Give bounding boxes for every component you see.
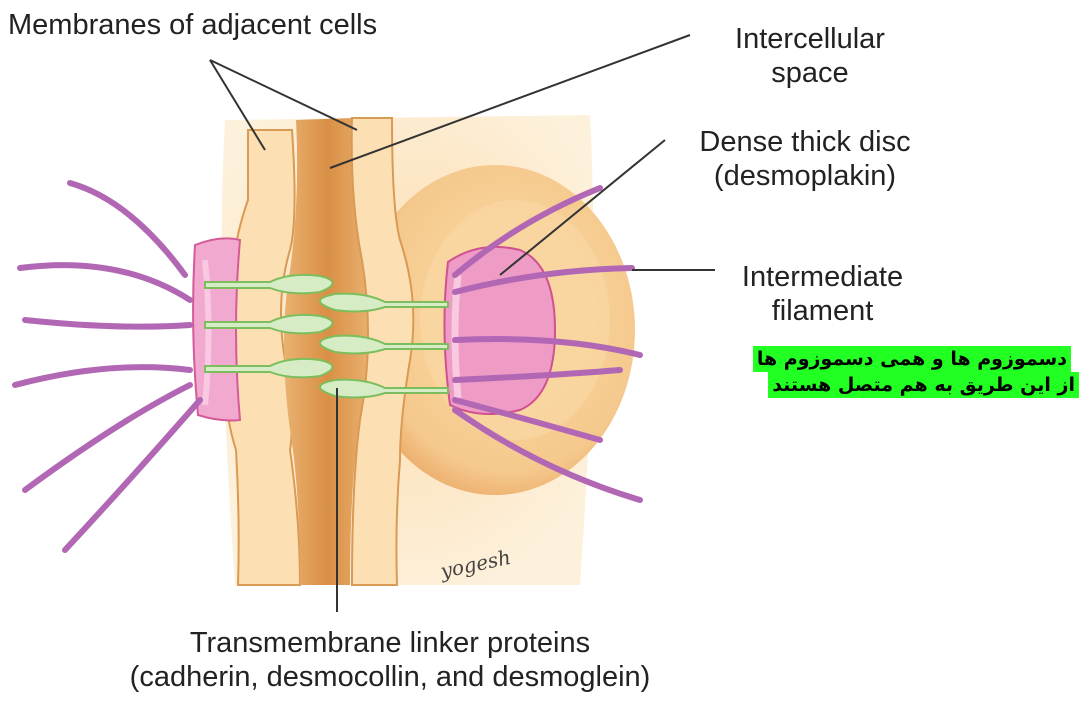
- label-dense-disc-line1: Dense thick disc: [670, 125, 940, 159]
- label-intercellular-line1: Intercellular: [700, 22, 920, 56]
- label-membranes: Membranes of adjacent cells: [8, 8, 377, 42]
- annotation-line1: دسموزوم ها و همی دسموزوم ها: [753, 346, 1071, 372]
- label-intercellular: Intercellular space: [700, 22, 920, 90]
- label-transmembrane: Transmembrane linker proteins (cadherin,…: [110, 626, 670, 694]
- annotation-line2: از این طریق به هم متصل هستند: [768, 372, 1079, 398]
- label-intermediate-line1: Intermediate: [715, 260, 930, 294]
- label-transmembrane-line2: (cadherin, desmocollin, and desmoglein): [110, 660, 670, 694]
- label-intercellular-line2: space: [700, 56, 920, 90]
- label-intermediate-filament: Intermediate filament: [715, 260, 930, 328]
- label-dense-disc: Dense thick disc (desmoplakin): [670, 125, 940, 193]
- filaments-left: [15, 183, 200, 550]
- label-dense-disc-line2: (desmoplakin): [670, 159, 940, 193]
- label-intermediate-line2: filament: [715, 294, 930, 328]
- left-dense-plaque: [193, 238, 240, 420]
- label-transmembrane-line1: Transmembrane linker proteins: [110, 626, 670, 660]
